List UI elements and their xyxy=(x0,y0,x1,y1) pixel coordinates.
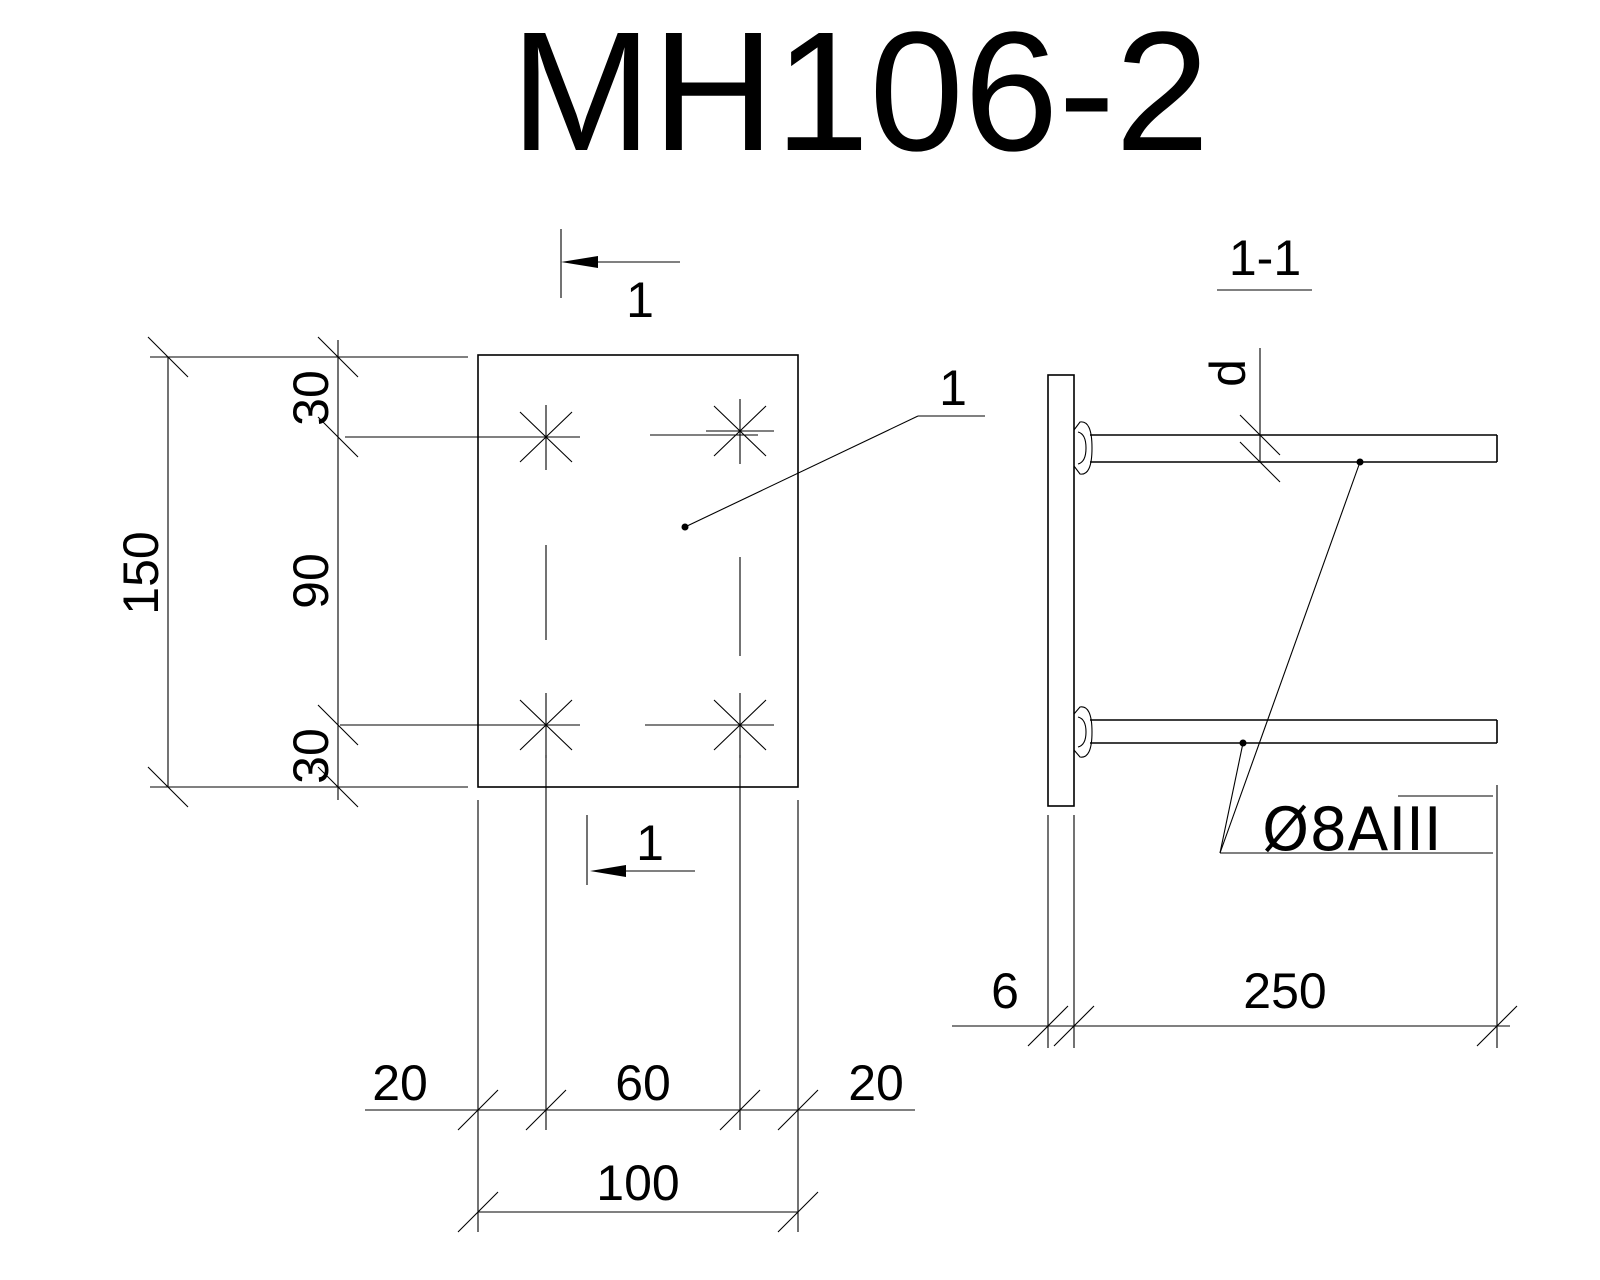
rod-diameter-dim xyxy=(1239,348,1281,483)
dim-height-top: 30 xyxy=(283,370,339,426)
dim-width-middle: 60 xyxy=(615,1055,671,1111)
section-mark-bottom-label: 1 xyxy=(636,815,664,871)
dim-height-total: 150 xyxy=(113,531,169,614)
dim-height-middle: 90 xyxy=(283,553,339,609)
center-lines xyxy=(545,434,765,726)
dim-rod-length: 250 xyxy=(1243,963,1326,1019)
embedded-plate xyxy=(477,354,799,788)
section-mark-top-label: 1 xyxy=(626,272,654,328)
anchor-rod-top xyxy=(1073,421,1498,475)
dim-plate-thickness: 6 xyxy=(991,963,1019,1019)
rod-leader xyxy=(1219,458,1493,854)
rod-diameter-label: d xyxy=(1200,359,1256,387)
anchor-weld-top-right xyxy=(706,399,774,464)
plate-section xyxy=(1047,374,1075,807)
dim-width-total: 100 xyxy=(596,1155,679,1211)
dim-width-left: 20 xyxy=(372,1055,428,1111)
vertical-dimensions xyxy=(147,336,546,808)
horizontal-dimensions xyxy=(365,755,915,1233)
dim-height-bottom: 30 xyxy=(283,728,339,784)
drawing-title: MH106-2 xyxy=(510,0,1209,187)
anchor-weld-bottom-right xyxy=(706,693,774,758)
section-mark-bottom xyxy=(586,815,695,885)
section-view: 1-1 d xyxy=(952,230,1518,1048)
section-mark-top xyxy=(560,229,680,298)
plate-leader-label: 1 xyxy=(939,360,967,416)
plan-view: 1 1 1 150 xyxy=(113,229,985,1233)
section-dimensions xyxy=(952,785,1518,1048)
plate-leader xyxy=(681,415,985,531)
section-label: 1-1 xyxy=(1229,230,1301,286)
dim-width-right: 20 xyxy=(848,1055,904,1111)
rod-spec-label: Ø8АIII xyxy=(1262,795,1442,865)
anchor-rod-bottom xyxy=(1073,706,1498,758)
